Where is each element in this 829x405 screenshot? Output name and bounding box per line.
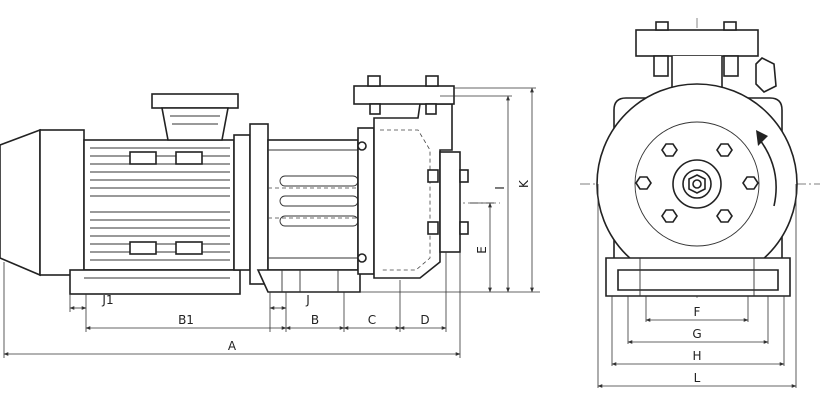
motor-lug	[129, 241, 157, 255]
dim-label-B: B	[311, 313, 319, 327]
motor-foot	[69, 269, 241, 295]
motor-lug	[129, 151, 157, 165]
dim-label-F: F	[694, 305, 701, 319]
motor-body	[83, 139, 235, 271]
discharge-flange	[353, 85, 455, 105]
casing-inner-circle	[634, 121, 760, 247]
dim-label-E: E	[475, 246, 489, 254]
flange-bolt	[716, 143, 733, 157]
flange-bolt	[661, 143, 678, 157]
bearing-bracket	[267, 139, 359, 271]
dim-label-B1: B1	[178, 313, 194, 327]
motor-lug	[175, 151, 203, 165]
dim-label-H: H	[692, 349, 701, 363]
rotation-arrow	[759, 139, 777, 207]
front-discharge-flange	[635, 29, 759, 57]
flange-bolt	[716, 209, 733, 223]
motor-end-cap	[39, 129, 85, 276]
motor-flange	[233, 134, 251, 271]
terminal-box-lid	[151, 93, 239, 109]
dim-label-C: C	[368, 313, 376, 327]
dim-label-K: K	[517, 179, 531, 188]
suction-flange	[439, 151, 461, 253]
dim-label-I: I	[493, 186, 507, 190]
pump-foot	[256, 269, 361, 293]
bracket-flange	[249, 123, 269, 285]
dim-label-A: A	[228, 339, 237, 353]
motor-lug	[175, 241, 203, 255]
motor-cooling-fins	[90, 147, 230, 261]
dim-label-G: G	[692, 327, 701, 341]
dim-label-D: D	[420, 313, 429, 327]
side-view: J1 J B1 B C D A E I K	[0, 75, 540, 358]
motor-fan-cover	[0, 128, 41, 277]
dim-label-L: L	[694, 371, 701, 385]
flange-bolt	[635, 176, 652, 190]
flange-bolt	[661, 209, 678, 223]
flange-bolt	[742, 176, 759, 190]
front-view: F G H L	[580, 18, 820, 388]
dim-label-J1: J1	[101, 293, 113, 307]
vent-plug	[755, 57, 777, 93]
dim-label-J: J	[305, 293, 310, 307]
